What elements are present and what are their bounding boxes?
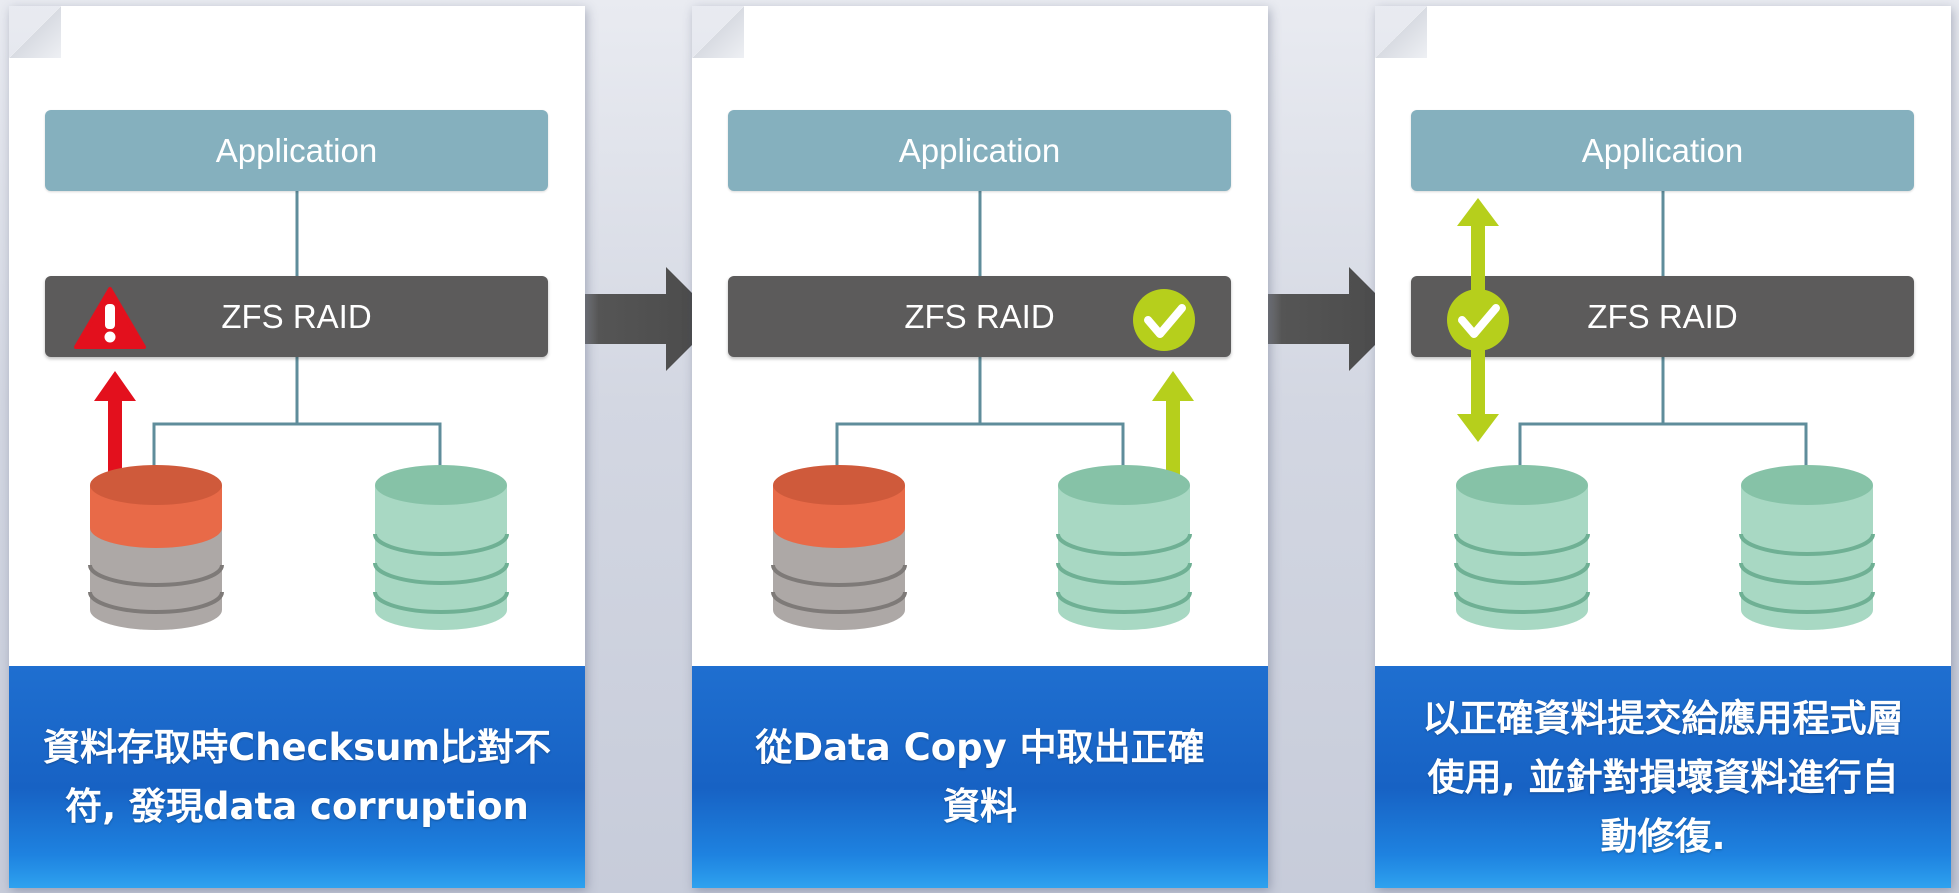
application-box: Application <box>45 110 548 191</box>
caption-text: 資料存取時Checksum比對不 符, 發現data corruption <box>42 726 552 828</box>
zfs-raid-label: ZFS RAID <box>1587 297 1738 335</box>
healthy-disk-icon <box>1056 465 1192 630</box>
panel-repair: Application ZFS RAID 以正確資料提交給應用程式層 使用, 並… <box>1375 6 1951 888</box>
panel-recover: Application ZFS RAID 從Data Copy 中取出正確 資料 <box>692 6 1268 888</box>
step-arrow-1 <box>548 267 718 371</box>
healthy-disk-icon <box>1454 465 1590 630</box>
error-up-arrow <box>94 371 136 481</box>
corrupt-disk-icon <box>771 465 907 630</box>
caption-text: 從Data Copy 中取出正確 資料 <box>755 726 1205 828</box>
diagram-lines <box>835 191 1125 479</box>
caption-box: 從Data Copy 中取出正確 資料 <box>692 666 1268 888</box>
diagram-lines <box>1518 191 1808 479</box>
application-label: Application <box>215 131 378 169</box>
caption-box: 資料存取時Checksum比對不 符, 發現data corruption <box>9 666 585 888</box>
step-arrow-2 <box>1231 267 1401 371</box>
recover-up-arrow <box>1152 371 1194 481</box>
application-box: Application <box>1411 110 1914 191</box>
check-icon <box>1133 289 1195 351</box>
warning-icon <box>74 287 146 349</box>
application-label: Application <box>898 131 1061 169</box>
caption-text: 以正確資料提交給應用程式層 使用, 並針對損壞資料進行自 動修復. <box>1422 696 1904 858</box>
application-label: Application <box>1581 131 1744 169</box>
check-icon <box>1447 289 1509 351</box>
corrupt-disk-icon <box>88 465 224 630</box>
healthy-disk-icon <box>1739 465 1875 630</box>
zfs-raid-label: ZFS RAID <box>221 297 372 335</box>
application-box: Application <box>728 110 1231 191</box>
panel-detect: Application ZFS RAID 資料存取時Checksum比對不 符,… <box>9 6 585 888</box>
diagram-lines <box>152 191 442 479</box>
zfs-raid-label: ZFS RAID <box>904 297 1055 335</box>
caption-box: 以正確資料提交給應用程式層 使用, 並針對損壞資料進行自 動修復. <box>1375 666 1951 888</box>
healthy-disk-icon <box>373 465 509 630</box>
